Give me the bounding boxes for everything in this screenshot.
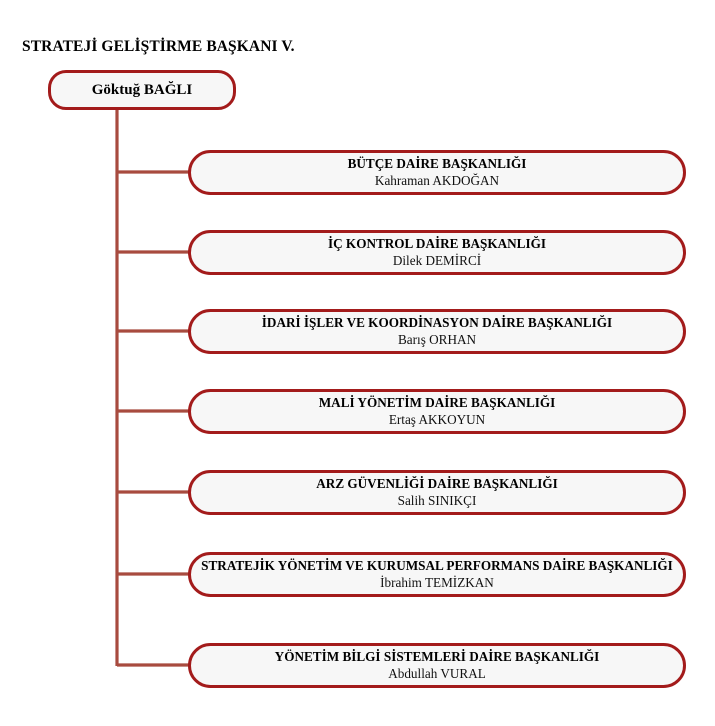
node-root-person: Göktuğ BAĞLI [91,81,193,98]
node-root[interactable]: Göktuğ BAĞLI [48,70,236,110]
node-unit-6[interactable]: STRATEJİK YÖNETİM VE KURUMSAL PERFORMANS… [188,552,686,597]
node-unit-7-title: YÖNETİM BİLGİ SİSTEMLERİ DAİRE BAŞKANLIĞ… [274,649,600,665]
node-unit-3-person: Barış ORHAN [397,331,477,347]
node-unit-2-title: İÇ KONTROL DAİRE BAŞKANLIĞI [327,236,546,252]
node-unit-4-title: MALİ YÖNETİM DAİRE BAŞKANLIĞI [318,395,556,411]
node-unit-1-title: BÜTÇE DAİRE BAŞKANLIĞI [347,156,527,172]
node-unit-2[interactable]: İÇ KONTROL DAİRE BAŞKANLIĞI Dilek DEMİRC… [188,230,686,275]
node-unit-3[interactable]: İDARİ İŞLER VE KOORDİNASYON DAİRE BAŞKAN… [188,309,686,354]
node-unit-4[interactable]: MALİ YÖNETİM DAİRE BAŞKANLIĞI Ertaş AKKO… [188,389,686,434]
page-title: STRATEJİ GELİŞTİRME BAŞKANI V. [22,38,295,55]
node-unit-3-title: İDARİ İŞLER VE KOORDİNASYON DAİRE BAŞKAN… [261,315,613,331]
node-unit-4-person: Ertaş AKKOYUN [388,411,486,427]
node-unit-1[interactable]: BÜTÇE DAİRE BAŞKANLIĞI Kahraman AKDOĞAN [188,150,686,195]
node-unit-2-person: Dilek DEMİRCİ [392,252,482,268]
node-unit-5[interactable]: ARZ GÜVENLİĞİ DAİRE BAŞKANLIĞI Salih SIN… [188,470,686,515]
node-unit-5-person: Salih SINIKÇI [397,492,477,508]
node-unit-7-person: Abdullah VURAL [388,665,486,681]
node-unit-6-person: İbrahim TEMİZKAN [380,574,494,590]
node-unit-6-title: STRATEJİK YÖNETİM VE KURUMSAL PERFORMANS… [201,558,673,574]
node-unit-7[interactable]: YÖNETİM BİLGİ SİSTEMLERİ DAİRE BAŞKANLIĞ… [188,643,686,688]
node-unit-1-person: Kahraman AKDOĞAN [374,172,500,188]
node-unit-5-title: ARZ GÜVENLİĞİ DAİRE BAŞKANLIĞI [316,476,558,492]
